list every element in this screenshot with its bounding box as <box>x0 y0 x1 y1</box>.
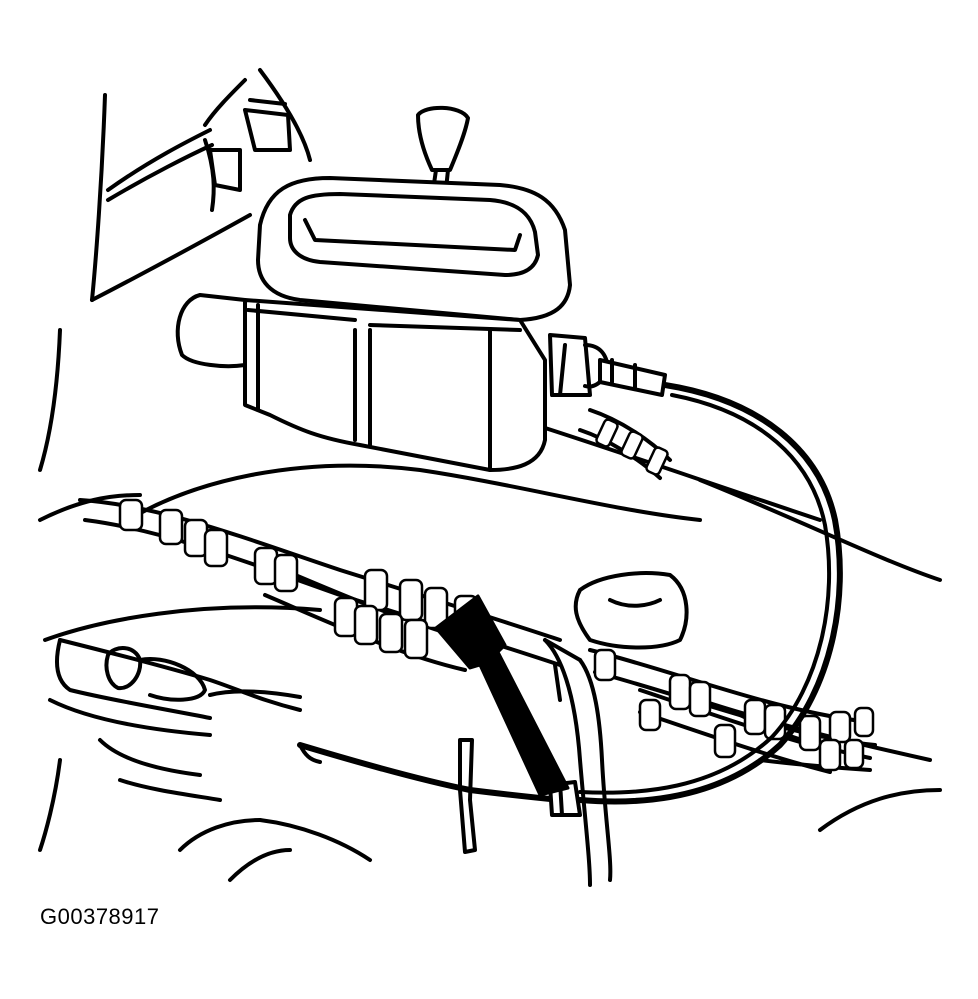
shift-cable <box>577 358 843 805</box>
left-linkage-rod <box>55 638 302 720</box>
figure-id-label: G00378917 <box>40 904 160 929</box>
arrow-icon <box>434 594 570 797</box>
shifter-assembly <box>175 105 610 472</box>
shift-knob <box>416 105 470 172</box>
lower-cable-run <box>297 738 563 854</box>
shifter-left-boss <box>175 293 247 369</box>
shifter-body <box>243 298 547 472</box>
wiring-harness <box>78 408 877 774</box>
shifter-top <box>256 176 572 322</box>
mount-bracket <box>543 638 613 887</box>
